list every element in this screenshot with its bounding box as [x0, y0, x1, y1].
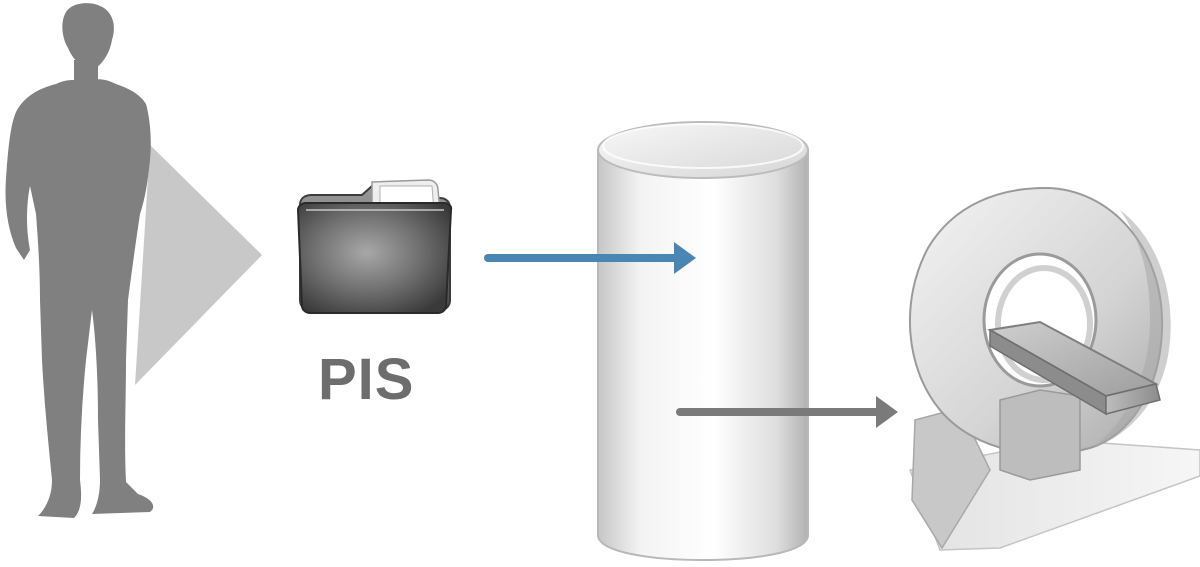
person-silhouette-icon — [5, 3, 154, 518]
folder-icon — [296, 179, 453, 314]
database-cylinder-icon — [597, 121, 809, 562]
ct-scanner-icon — [908, 186, 1200, 551]
view-beam — [135, 145, 262, 385]
arrow-database-to-scanner — [676, 396, 898, 428]
pis-label: PIS — [318, 347, 415, 412]
arrow-folder-to-database — [484, 242, 696, 274]
